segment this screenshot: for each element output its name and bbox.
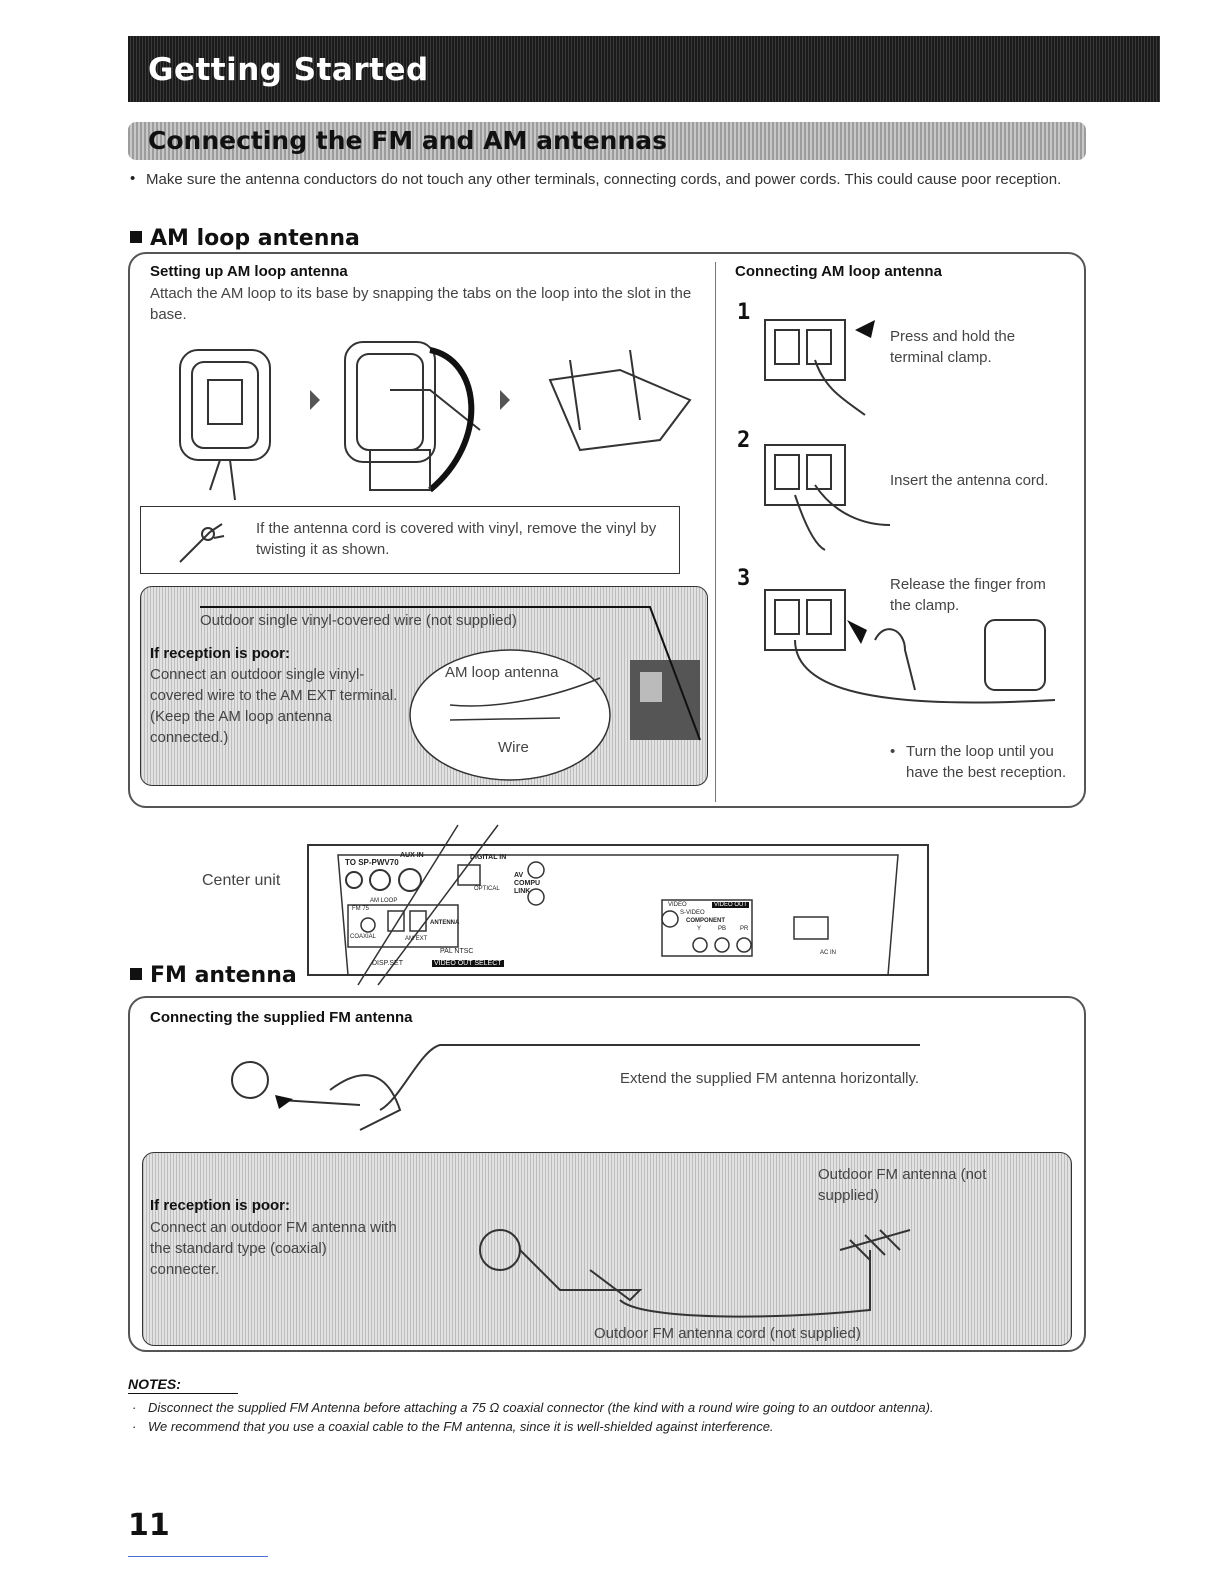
video-label: VIDEO (668, 902, 687, 908)
pb-label: PB (718, 926, 727, 932)
fm-connect-title: Connecting the supplied FM antenna (150, 1009, 413, 1026)
am-ext-callout (200, 606, 701, 781)
am-setup-text: Attach the AM loop to its base by snappi… (150, 285, 692, 323)
outdoor-fm-cord-label: Outdoor FM antenna cord (not supplied) (594, 1325, 861, 1342)
section-title: Connecting the FM and AM antennas (148, 126, 667, 155)
step-2-text: Insert the antenna cord. (890, 472, 1049, 489)
fm-heading-text: FM antenna (150, 963, 297, 988)
am-ext-label: AM EXT (405, 936, 428, 942)
am-heading: AM loop antenna (130, 226, 360, 251)
heading-square-icon (130, 968, 142, 980)
pal-ntsc-label: PAL NTSC (440, 948, 474, 955)
digital-in-label: DIGITAL IN (470, 854, 507, 861)
video-out-select-label: VIDEO OUT SELECT (432, 960, 504, 967)
heading-square-icon (130, 231, 142, 243)
am-panel (128, 252, 1086, 808)
ac-in-label: AC IN (820, 950, 837, 956)
vinyl-note-text: If the antenna cord is covered with viny… (256, 520, 657, 558)
terminal-clamp-step3-illustration (764, 589, 1056, 704)
fm-poor-title: If reception is poor: (150, 1197, 291, 1214)
y-label: Y (697, 926, 702, 932)
step-2-number: 2 (737, 428, 751, 453)
note-1: Disconnect the supplied FM Antenna befor… (148, 1400, 934, 1415)
video-out-label: VIDEO OUT (712, 902, 750, 908)
am-heading-text: AM loop antenna (150, 226, 360, 251)
footer-rule (128, 1556, 268, 1557)
component-label: COMPONENT (686, 918, 725, 924)
loop-assembly-illustration (179, 341, 692, 501)
notes-title: NOTES: (128, 1376, 181, 1392)
center-unit-rear-panel (307, 824, 929, 986)
twist-wire-icon (179, 523, 225, 563)
vinyl-note-box (140, 506, 680, 574)
turn-loop-tip: Turn the loop until you have the best re… (906, 743, 1067, 781)
page-banner (128, 36, 1160, 102)
coaxial-label: COAXIAL (350, 934, 377, 940)
am-setup-title: Setting up AM loop antenna (150, 263, 348, 280)
note-bullet-1: · (132, 1400, 137, 1415)
optical-label: OPTICAL (474, 886, 500, 892)
fm-poor-text: Connect an outdoor FM antenna with the s… (150, 1219, 397, 1278)
fm-heading: FM antenna (130, 963, 297, 988)
av-compu-link-label: AV COMPU LINK (514, 872, 541, 895)
section-bar (128, 122, 1086, 160)
notes-underline (128, 1393, 238, 1394)
am-loop-label: AM LOOP (370, 898, 398, 904)
page-title: Getting Started (148, 52, 429, 88)
fm-antenna-illustration (231, 1044, 920, 1131)
aux-in-label: AUX IN (400, 852, 424, 859)
pr-label: PR (740, 926, 749, 932)
fm-connect-text: Extend the supplied FM antenna horizonta… (620, 1070, 920, 1087)
step-1-number: 1 (737, 300, 751, 325)
terminal-clamp-step2-illustration (764, 444, 891, 551)
am-connect-title: Connecting AM loop antenna (735, 263, 942, 280)
outdoor-fm-antenna-illustration (479, 1229, 911, 1318)
center-unit-label: Center unit (202, 872, 281, 889)
am-panel-divider (715, 262, 716, 802)
wire-label: Wire (498, 739, 529, 756)
intro-bullet: • (130, 170, 136, 187)
note-bullet-2: · (132, 1419, 137, 1434)
fm-panel (128, 996, 1086, 1352)
s-video-label: S-VIDEO (680, 910, 705, 916)
to-sp-label: TO SP-PWV70 (345, 858, 399, 867)
intro-text: Make sure the antenna conductors do not … (146, 171, 1062, 188)
step-1-text: Press and hold the terminal clamp. (890, 328, 1016, 366)
page-number: 11 (128, 1508, 170, 1543)
fm75-label: FM 75 (352, 906, 370, 912)
disp-set-label: DISP.SET (372, 960, 403, 967)
fm-poor-reception-box (142, 1152, 1072, 1346)
am-loop-antenna-label: AM loop antenna (445, 664, 559, 681)
antenna-label: ANTENNA (430, 920, 460, 926)
am-poor-text: Connect an outdoor single vinyl-covered … (150, 666, 398, 746)
step-3-text: Release the finger from the clamp. (890, 576, 1046, 614)
outdoor-fm-antenna-label: Outdoor FM antenna (not supplied) (818, 1166, 987, 1204)
step-3-number: 3 (737, 566, 751, 591)
tip-bullet: • (890, 743, 896, 760)
am-poor-title: If reception is poor: (150, 645, 291, 662)
terminal-clamp-step1-illustration (764, 319, 875, 416)
outdoor-wire-label: Outdoor single vinyl-covered wire (not s… (200, 612, 517, 629)
note-2: We recommend that you use a coaxial cabl… (148, 1419, 774, 1434)
